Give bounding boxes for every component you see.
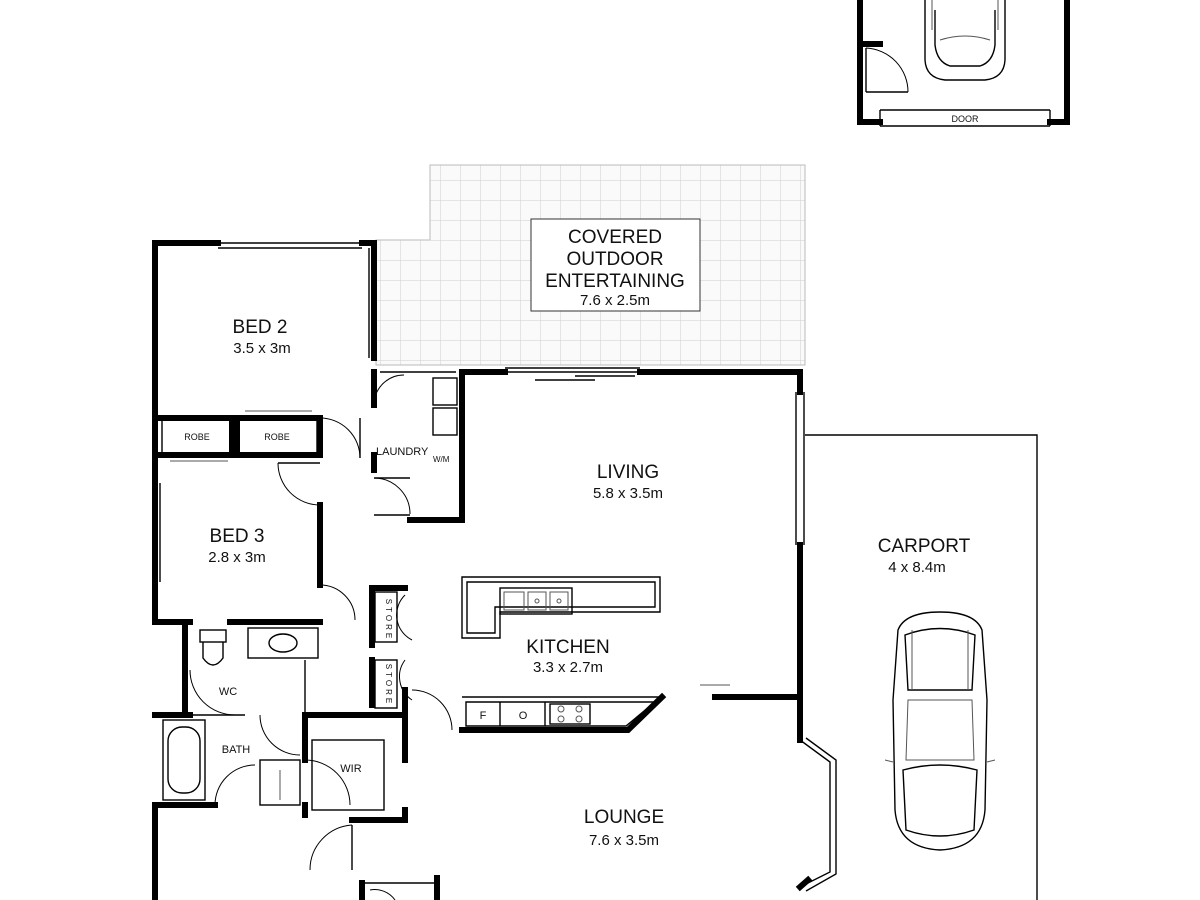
cooktop-icon bbox=[549, 703, 591, 725]
outdoor-dims: 7.6 x 2.5m bbox=[580, 292, 650, 309]
bath-label: BATH bbox=[222, 744, 251, 756]
wc-label: WC bbox=[219, 686, 237, 698]
bed3-dims: 2.8 x 3m bbox=[208, 549, 266, 566]
garage-door-label: DOOR bbox=[952, 114, 980, 124]
laundry-label: LAUNDRY bbox=[376, 446, 429, 458]
fridge-label: F bbox=[480, 710, 487, 722]
carport-car-icon bbox=[884, 611, 996, 851]
living-name: LIVING bbox=[597, 462, 659, 483]
garage: DOOR bbox=[857, 0, 1070, 127]
door-swings bbox=[189, 374, 453, 900]
house-thin-lines bbox=[154, 242, 837, 892]
carport-dims: 4 x 8.4m bbox=[888, 559, 946, 576]
house-walls bbox=[152, 240, 813, 900]
lounge-name: LOUNGE bbox=[584, 807, 664, 828]
carport: CARPORT 4 x 8.4m bbox=[805, 434, 1038, 900]
kitchen-dims: 3.3 x 2.7m bbox=[533, 659, 603, 676]
sink-icon bbox=[499, 587, 573, 615]
store2-label: STORE bbox=[384, 664, 393, 706]
lounge-dims: 7.6 x 3.5m bbox=[589, 832, 659, 849]
wir-label: WIR bbox=[340, 763, 361, 775]
wm-label: W/M bbox=[433, 455, 450, 464]
outdoor-label-line2: OUTDOOR bbox=[566, 249, 663, 270]
kitchen-name: KITCHEN bbox=[526, 637, 609, 658]
covered-outdoor-area: COVERED OUTDOOR ENTERTAINING 7.6 x 2.5m bbox=[375, 164, 806, 366]
robe1-label: ROBE bbox=[184, 432, 210, 442]
outdoor-label-line1: COVERED bbox=[568, 227, 662, 248]
kitchen-benches: F O bbox=[459, 576, 667, 733]
bed3-name: BED 3 bbox=[210, 526, 265, 547]
living-dims: 5.8 x 3.5m bbox=[593, 485, 663, 502]
garage-car-icon bbox=[924, 0, 1006, 81]
oven-label: O bbox=[519, 710, 528, 722]
room-labels: BED 2 3.5 x 3m BED 3 2.8 x 3m LIVING 5.8… bbox=[184, 317, 664, 849]
carport-name: CARPORT bbox=[878, 536, 971, 557]
bed2-dims: 3.5 x 3m bbox=[233, 340, 291, 357]
robe2-label: ROBE bbox=[264, 432, 290, 442]
outdoor-label-line3: ENTERTAINING bbox=[545, 271, 685, 292]
bed2-name: BED 2 bbox=[233, 317, 288, 338]
store1-label: STORE bbox=[384, 599, 393, 641]
